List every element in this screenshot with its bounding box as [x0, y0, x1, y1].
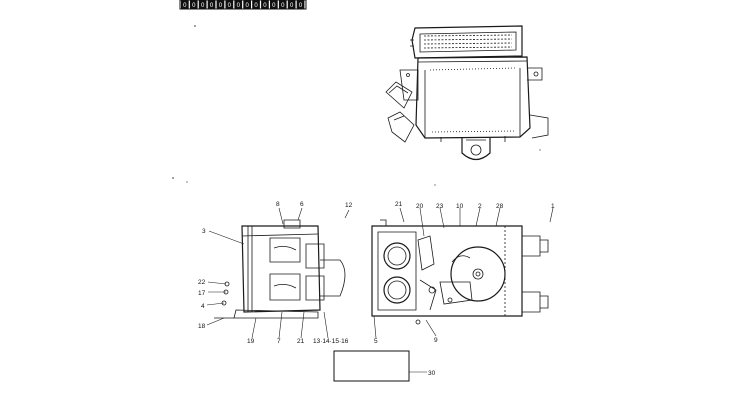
label-plate-box [333, 350, 410, 382]
callout-21-upper: 21 [395, 201, 403, 208]
callout-5: 5 [374, 338, 378, 345]
callout-23: 23 [436, 203, 444, 210]
code-box [198, 0, 207, 9]
code-digit: 0 [228, 3, 232, 9]
code-digit: 0 [237, 3, 241, 9]
callout-19: 19 [247, 338, 255, 345]
code-digit: 0 [299, 3, 303, 9]
callout-3: 3 [202, 228, 206, 235]
callout-12: 12 [345, 202, 353, 209]
code-box [261, 0, 269, 9]
callout-17: 17 [198, 290, 206, 297]
callout-9: 9 [434, 337, 438, 344]
code-digit: 0 [272, 3, 276, 9]
callout-22: 22 [198, 279, 206, 286]
code-digit: 0 [290, 3, 294, 9]
code-box [225, 0, 234, 9]
callout-1: 1 [551, 203, 555, 210]
code-digit: 0 [183, 3, 187, 9]
leader-lines [206, 207, 554, 373]
code-box [189, 0, 198, 9]
code-box [278, 0, 287, 9]
code-digit: 0 [201, 3, 205, 9]
code-box [216, 0, 225, 9]
callout-labels: 8 6 12 3 22 17 4 18 19 7 21 13·14·15·16 … [198, 201, 555, 377]
side-view-drawing [214, 219, 346, 319]
code-digit: 0 [254, 3, 258, 9]
callout-10: 10 [456, 203, 464, 210]
code-box [234, 0, 243, 9]
callout-28: 28 [496, 203, 504, 210]
code-digit: 0 [263, 3, 267, 9]
stray-marks [172, 25, 541, 186]
callout-20: 20 [416, 203, 424, 210]
code-digit: 0 [192, 3, 196, 9]
code-box [243, 0, 251, 9]
callout-7: 7 [277, 338, 281, 345]
callout-4: 4 [201, 303, 205, 310]
callout-18: 18 [198, 323, 206, 330]
code-digit: 0 [245, 3, 249, 9]
code-box [252, 0, 260, 9]
code-box [207, 0, 216, 9]
code-box [296, 0, 305, 9]
code-digit: 0 [210, 3, 214, 9]
code-box [270, 0, 278, 9]
front-view-drawing [371, 219, 549, 325]
callout-21-lower: 21 [297, 338, 305, 345]
code-box [287, 0, 296, 9]
code-box [181, 0, 189, 9]
callout-30: 30 [428, 370, 436, 377]
callout-6: 6 [300, 201, 304, 208]
top-assembly-drawing [385, 25, 549, 161]
code-digit: 0 [219, 3, 223, 9]
callout-13-14-15-16: 13·14·15·16 [313, 338, 349, 345]
callout-2: 2 [478, 203, 482, 210]
callout-8: 8 [276, 201, 280, 208]
code-digit: 0 [281, 3, 285, 9]
